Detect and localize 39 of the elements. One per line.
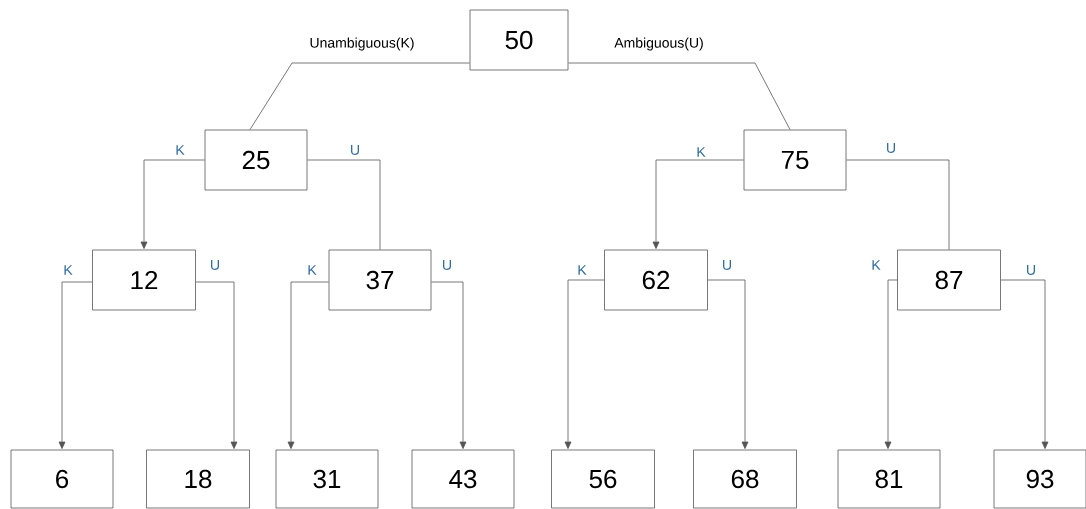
number-box: 6 (10, 449, 114, 509)
number-box: 93 (993, 449, 1086, 509)
number-box: 81 (837, 449, 941, 509)
number-box: 12 (92, 249, 196, 311)
edge-label: U (348, 144, 362, 156)
number-box: 18 (146, 449, 250, 509)
edge-label: K (576, 264, 588, 276)
number-box: 43 (411, 449, 515, 509)
connector-arrow (58, 281, 93, 449)
number-box: 68 (693, 449, 797, 509)
connector-arrow (884, 279, 898, 449)
connector-arrow (652, 159, 744, 249)
connector-arrow (431, 281, 467, 449)
connector-arrow (195, 281, 238, 449)
edge-label: K (306, 264, 318, 276)
number-box: 31 (275, 449, 379, 509)
edge-label: K (870, 259, 882, 271)
number-box: 87 (897, 249, 1001, 311)
edge-label: U (440, 259, 454, 271)
edge-label: K (174, 144, 186, 156)
edge-label: K (62, 264, 74, 276)
connector-arrow (564, 279, 605, 449)
edge-label: U (720, 259, 734, 271)
connector-arrow (1000, 279, 1049, 449)
edge-label: U (884, 142, 898, 154)
number-box: 62 (604, 249, 708, 311)
connector-arrow (707, 279, 749, 449)
number-box: 25 (204, 129, 308, 191)
number-box: 56 (551, 449, 655, 509)
number-box: 75 (743, 129, 847, 191)
edge-label: Unambiguous(K) (308, 36, 416, 52)
edge-label: U (208, 259, 222, 271)
edge-label: Ambiguous(U) (613, 36, 705, 52)
connector-arrow (287, 281, 329, 449)
edge-label: K (695, 146, 707, 158)
number-box: 50 (469, 9, 569, 71)
edge-label: U (1024, 264, 1038, 276)
number-box: 37 (328, 249, 432, 311)
connector-arrow (140, 159, 205, 249)
